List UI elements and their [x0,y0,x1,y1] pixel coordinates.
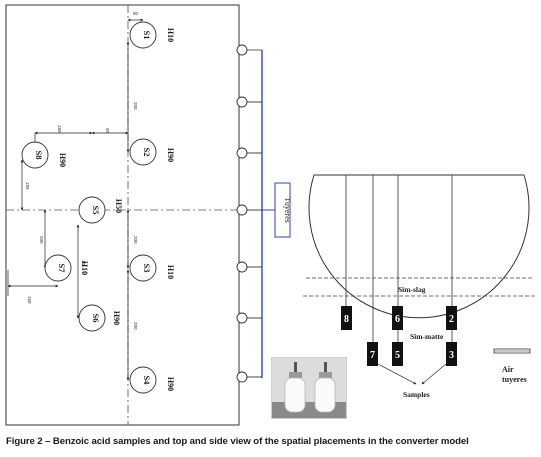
sample-circles [21,21,157,394]
tuyeres-side-label: tuyeres [502,375,527,384]
svg-text:S3: S3 [142,264,152,273]
svg-text:S6: S6 [91,314,101,323]
svg-text:200: 200 [39,236,44,244]
svg-text:150: 150 [57,125,62,133]
benzoic-acid-samples-photo [271,357,347,419]
converter-figure: Tuyeres 90 200 150 90 185 200 200 75 150… [5,4,535,426]
svg-text:H50: H50 [114,199,123,213]
probe-numbers: 8 7 6 5 2 3 [344,314,454,361]
svg-text:200: 200 [133,236,138,244]
sim-slag-label: Sim-slag [398,285,426,294]
probe-blocks [341,306,457,366]
svg-text:H90: H90 [58,153,67,167]
sim-matte-label: Sim-matte [410,332,444,341]
figure-caption: Figure 2 – Benzoic acid samples and top … [6,436,469,447]
svg-text:S8: S8 [34,151,44,160]
svg-text:8: 8 [344,314,349,325]
dimension-labels: 90 200 150 90 185 200 200 75 150 200 [25,11,139,330]
top-view-vessel [5,4,240,426]
svg-text:6: 6 [395,314,400,325]
svg-text:3: 3 [449,350,454,361]
svg-text:S7: S7 [57,264,67,274]
svg-text:5: 5 [395,350,400,361]
svg-text:H90: H90 [112,311,121,325]
side-view: Sim-slag Sim-matte 8 7 6 5 2 3 [303,174,535,399]
tuyeres-label-box [274,182,291,238]
svg-text:H90: H90 [166,148,175,162]
tuyere-circles [236,44,262,383]
air-tuyere-pipe [493,348,531,354]
svg-text:S5: S5 [91,206,101,215]
svg-text:185: 185 [25,182,30,190]
svg-text:200: 200 [133,322,138,330]
samples-label: Samples [403,390,430,399]
svg-text:200: 200 [133,102,138,110]
svg-text:S2: S2 [142,148,152,157]
svg-text:90: 90 [105,128,110,134]
svg-text:H90: H90 [166,377,175,391]
svg-text:2: 2 [449,314,454,325]
svg-text:150: 150 [27,296,32,304]
svg-text:75: 75 [81,260,86,266]
height-labels: H10 H90 H10 H90 H50 H90 H10 H90 [58,28,175,391]
svg-text:7: 7 [370,350,375,361]
svg-text:H10: H10 [80,261,89,275]
air-label: Air [502,365,514,374]
tuyeres-label: Tuyeres [283,197,292,222]
svg-text:H10: H10 [166,28,175,42]
probe-wires [345,175,453,342]
dimension-lines [7,18,144,381]
converter-vessel-outline [308,174,530,319]
svg-text:S4: S4 [142,376,152,386]
svg-text:90: 90 [133,11,139,16]
sample-labels: S1 S2 S3 S4 S5 S6 S7 S8 [34,31,152,386]
sample-arrows [377,363,447,385]
svg-text:S1: S1 [142,31,152,40]
svg-text:H10: H10 [166,265,175,279]
